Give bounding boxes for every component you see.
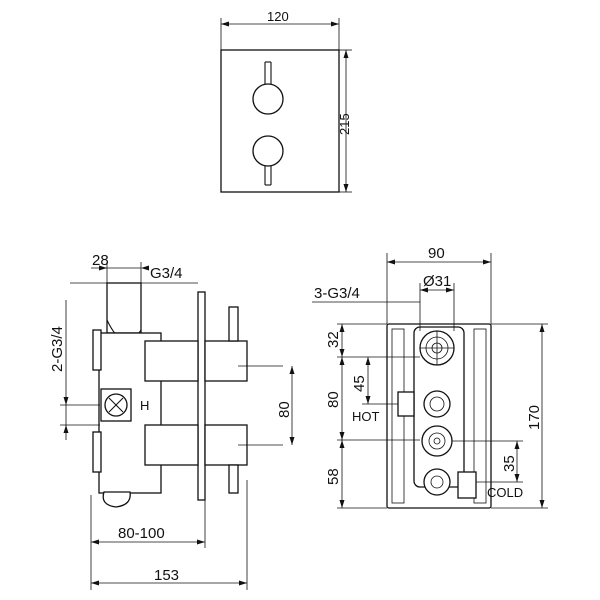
rear-dim-45-label: 45 bbox=[351, 375, 368, 392]
rear-thread-label: 3-G3/4 bbox=[314, 285, 360, 302]
rear-dim-58-label: 58 bbox=[325, 468, 342, 485]
rear-dim-170-label: 170 bbox=[526, 405, 543, 430]
hot-inlet-stub bbox=[397, 391, 415, 417]
rear-dim-32-label: 32 bbox=[325, 331, 342, 348]
side-view: H 28 G3/4 2-G3/4 80 bbox=[49, 252, 295, 590]
rear-bore-label: Ø31 bbox=[423, 273, 451, 290]
top-riser bbox=[106, 282, 142, 334]
side-total-depth-label: 153 bbox=[154, 567, 179, 584]
front-plate bbox=[220, 49, 340, 193]
upper-knob bbox=[252, 83, 284, 115]
side-top-thread-label: G3/4 bbox=[150, 265, 183, 282]
side-offset-label: 80 bbox=[276, 401, 293, 418]
upper-cartridge bbox=[144, 340, 199, 382]
rear-cold-label: COLD bbox=[487, 485, 523, 500]
front-height-label: 215 bbox=[337, 113, 352, 135]
rear-hot-label: HOT bbox=[352, 409, 380, 424]
rear-view: 90 Ø31 3-G3/4 32 80 58 45 HOT bbox=[312, 245, 548, 509]
lower-cartridge bbox=[144, 424, 199, 466]
side-wall-plate bbox=[197, 291, 206, 501]
front-view: 120 215 bbox=[220, 9, 352, 193]
side-depth-label: 28 bbox=[92, 252, 109, 269]
rear-dim-80-label: 80 bbox=[325, 391, 342, 408]
side-h-mark: H bbox=[140, 398, 149, 413]
side-thread-label: 2-G3/4 bbox=[49, 326, 66, 372]
front-width-label: 120 bbox=[267, 9, 289, 24]
cold-inlet-stub bbox=[457, 471, 477, 499]
lower-knob bbox=[252, 135, 284, 167]
side-wall-depth-label: 80-100 bbox=[118, 525, 165, 542]
rear-width-label: 90 bbox=[428, 245, 445, 262]
rear-dim-35-label: 35 bbox=[501, 455, 518, 472]
